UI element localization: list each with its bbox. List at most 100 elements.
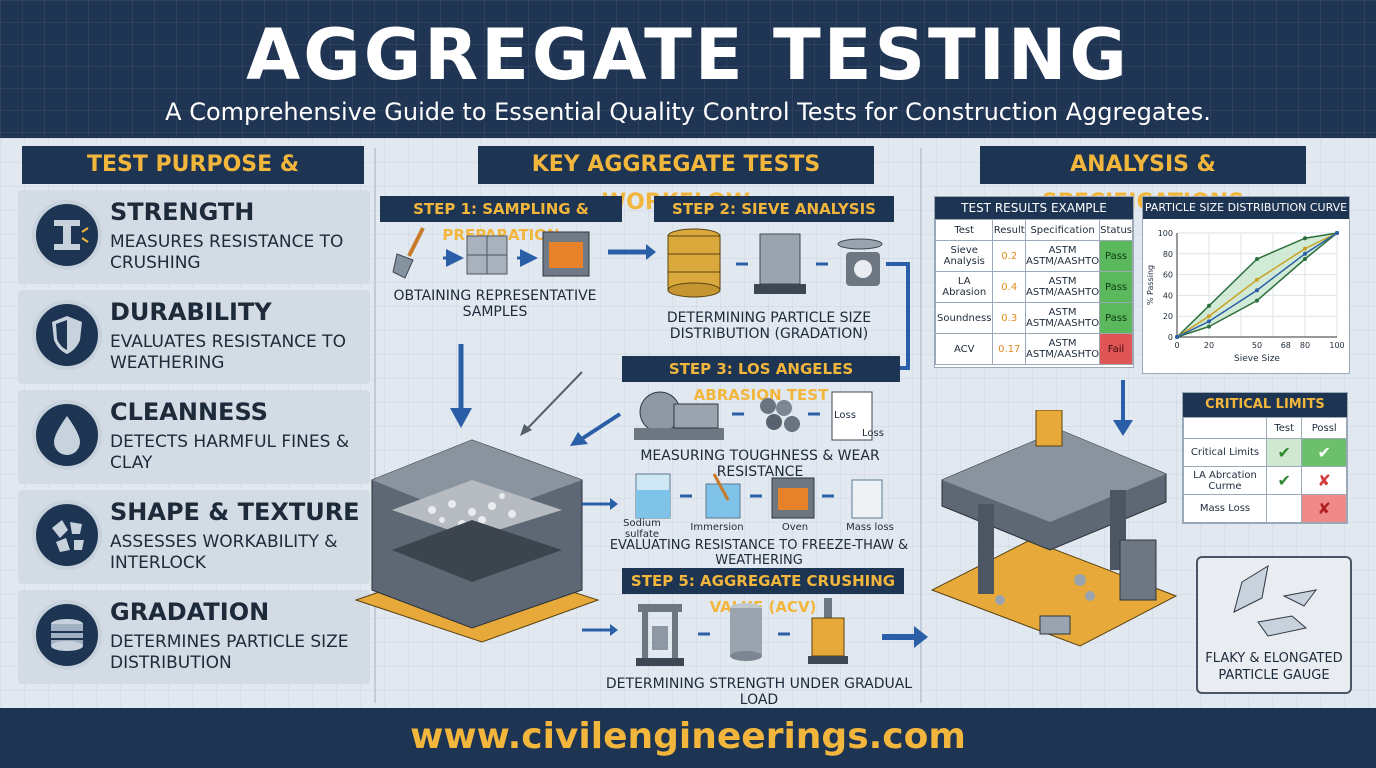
cell-test: Soundness [934,302,994,334]
y-tick-label: 60 [1163,271,1173,280]
cell-test: LA Abrasion [934,271,994,303]
step4-item: Oven [781,522,809,533]
data-point [1303,257,1307,261]
center-section-heading: KEY AGGREGATE TESTS WORKFLOW [478,146,874,215]
acv-illustration [636,598,848,666]
step1-label: STEP 1: SAMPLING & PREPARATION [380,196,622,244]
table-header [1183,417,1267,439]
critical-limits-table: Test Possl Critical Limits ✔ ✔ LA Abrcat… [1183,417,1347,523]
step2-label: STEP 2: SIEVE ANALYSIS [654,196,894,222]
cell-result: 0.3 [992,302,1026,334]
results-table-title: TEST RESULTS EXAMPLE [935,197,1133,219]
page-title: AGGREGATE TESTING [246,14,1130,96]
data-point [1303,236,1307,241]
sampling-illustration [392,227,590,279]
step4-item: Sodium sulfate [623,518,661,540]
data-point [1255,288,1259,293]
loss-label: Loss [834,410,856,421]
chart-title: PARTICLE SIZE DISTRIBUTION CURVE [1143,197,1349,219]
flow-arrow [582,498,618,510]
panel-divider [374,148,376,703]
purpose-title: GRADATION [110,598,270,626]
purpose-card-shape: SHAPE & TEXTURE ASSESSES WORKABILITY & I… [18,490,370,584]
abrasion-machine-icon [634,391,724,440]
cell-result: 0.2 [992,240,1026,272]
panel-divider [920,148,922,703]
cell-spec: ASTM ASTM/AASHTO [1024,333,1101,365]
x-tick-label: 0 [1174,341,1179,350]
table-header: Test [934,219,994,241]
press-icon [636,604,684,666]
results-table-panel: TEST RESULTS EXAMPLE Test Result Specifi… [934,196,1134,368]
y-tick-label: 40 [1163,291,1173,300]
table-row: Soundness 0.3 ASTM ASTM/AASHTO Pass [934,302,1133,334]
sieve-shaker-icon [754,233,806,294]
flow-arrow [582,624,618,636]
cell-status: Pass [1099,302,1133,334]
table-row: Mass Loss ✘ [1183,494,1347,523]
step4-caption: EVALUATING RESISTANCE TO FREEZE-THAW & W… [609,538,909,568]
report-icon [831,391,873,441]
step3-caption: MEASURING TOUGHNESS & WEAR RESISTANCE [640,448,880,480]
flow-arrow [1113,380,1133,436]
flow-arrow [608,244,656,260]
cell-test: Sieve Analysis [934,240,994,272]
critical-limits-panel: CRITICAL LIMITS Test Possl Critical Limi… [1182,392,1348,524]
y-tick-label: 80 [1163,250,1173,259]
cell-status: Pass [1099,271,1133,303]
soundness-illustration [635,473,883,519]
scale-icon [837,238,883,286]
y-tick-label: 100 [1158,229,1173,238]
data-point [1303,251,1307,256]
purpose-title: STRENGTH [110,198,255,226]
gauge-label: FLAKY & ELONGATED PARTICLE GAUGE [1205,651,1343,683]
header-banner [0,0,1376,138]
cell-status: Fail [1099,333,1133,365]
i-beam-icon [32,200,102,270]
x-tick-label: 20 [1204,341,1214,350]
step2-caption: DETERMINING PARTICLE SIZE DISTRIBUTION (… [666,310,872,342]
sample-cubes-icon [466,235,508,275]
data-point [1207,314,1211,319]
results-table: Test Result Specification Status Sieve A… [934,219,1133,365]
footer-url[interactable]: www.civilengineerings.com [410,716,966,757]
purpose-card-gradation: GRADATION DETERMINES PARTICLE SIZE DISTR… [18,590,370,684]
step4-item: Mass loss [846,522,894,533]
table-header: Possl [1301,417,1347,439]
gauge-panel: FLAKY & ELONGATED PARTICLE GAUGE [1196,556,1352,694]
data-point [1255,277,1259,282]
cell-label: Critical Limits [1183,438,1267,467]
x-tick-label: 80 [1300,341,1310,350]
y-tick-label: 0 [1168,333,1173,342]
step5-caption: DETERMINING STRENGTH UNDER GRADUAL LOAD [605,676,913,708]
cell-result: 0.17 [992,333,1026,365]
sieve-stack-icon [667,228,721,298]
cell-spec: ASTM ASTM/AASHTO [1024,240,1101,272]
cell-spec: ASTM ASTM/AASHTO [1024,302,1101,334]
cell-test: ACV [934,333,994,365]
table-row: ACV 0.17 ASTM ASTM/AASHTO Fail [934,333,1133,365]
stones-icon [32,500,102,570]
purpose-desc: ASSESSES WORKABILITY & INTERLOCK [110,532,338,573]
sieve-illustration [667,228,883,298]
cross-icon: ✘ [1301,494,1347,523]
table-header: Result [992,219,1026,241]
check-icon: ✔ [1265,438,1303,467]
x-tick-label: 50 [1252,341,1262,350]
steel-balls-icon [760,398,800,432]
purpose-card-durability: DURABILITY EVALUATES RESISTANCE TO WEATH… [18,290,370,384]
purpose-desc: DETECTS HARMFUL FINES & CLAY [110,432,350,473]
x-axis-label: Sieve Size [1234,354,1280,364]
cross-icon: ✘ [1301,466,1347,495]
table-row: LA Abrcation Curme ✔ ✘ [1183,466,1347,495]
purpose-title: CLEANNESS [110,398,268,426]
left-section-heading: TEST PURPOSE & SIGNIFICANCE [22,146,364,215]
footer-bar [0,708,1376,768]
purpose-desc: MEASURES RESISTANCE TO CRUSHING [110,232,344,273]
purpose-card-strength: STRENGTH MEASURES RESISTANCE TO CRUSHING [18,190,370,284]
empty-cell [1265,494,1303,523]
oven-icon [542,231,590,277]
purpose-desc: EVALUATES RESISTANCE TO WEATHERING [110,332,346,373]
purpose-title: SHAPE & TEXTURE [110,498,360,526]
